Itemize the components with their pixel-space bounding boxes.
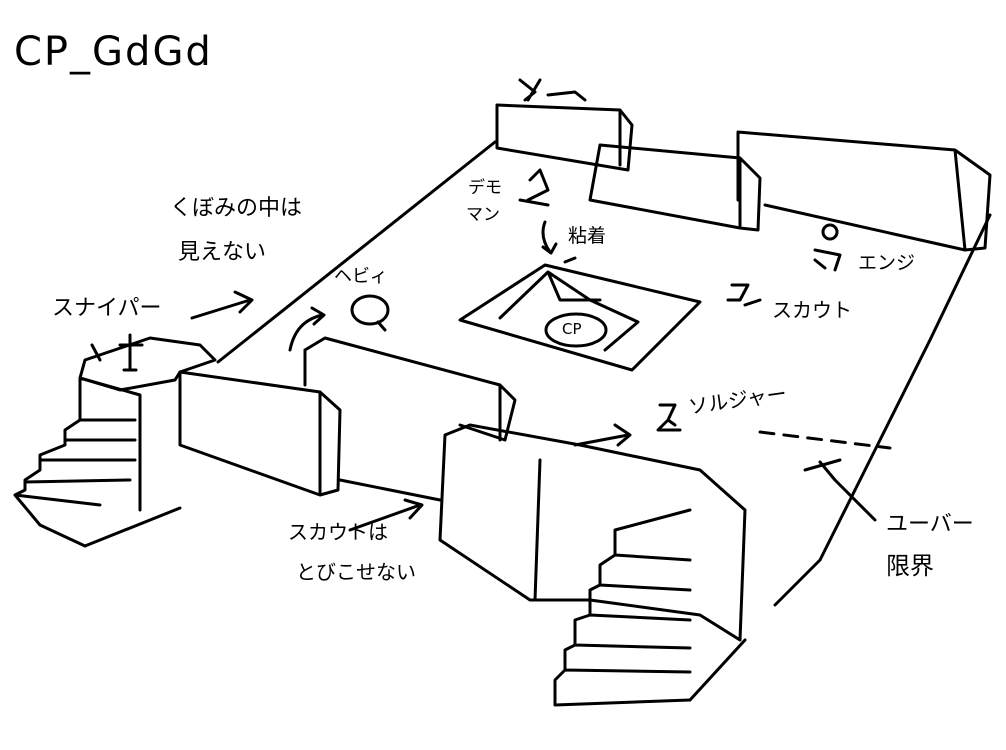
pit-inner [498, 270, 640, 352]
demoman-label-line1: デモ [468, 178, 502, 198]
control-point-circle [544, 312, 608, 348]
sniper-label: スナイパー [52, 296, 162, 321]
scout-note-line1: スカウトは [288, 520, 388, 544]
engineer-label: エンジ [858, 252, 916, 274]
control-point-label: CP [562, 320, 582, 338]
back-wall-long [736, 130, 992, 252]
middle-wall [303, 336, 517, 442]
scout-figure [726, 283, 762, 307]
demoman-figure [518, 168, 550, 207]
sticky-label: 粘着 [568, 225, 607, 247]
pit-note-line1: くぼみの中は [170, 196, 303, 221]
top-figure [518, 78, 587, 102]
back-wall-middle [588, 143, 762, 232]
front-wall [438, 423, 747, 642]
back-wall-small [495, 103, 634, 172]
uber-limit-line1: ユーバー [886, 512, 974, 537]
scout-label: スカウト [772, 298, 852, 322]
demoman-label-line2: マン [466, 205, 500, 225]
sticky-mark [563, 256, 577, 264]
arrow-heavy [288, 306, 326, 352]
soldier-figure [656, 403, 682, 432]
arrow-scout-note [348, 498, 424, 532]
floor-back-left-edge [216, 140, 497, 364]
uber-limit-line2: 限界 [886, 552, 934, 580]
arrow-demo [541, 220, 558, 255]
heavy-figure [350, 294, 390, 332]
arrow-soldier [573, 423, 632, 447]
pit-outer [458, 263, 702, 372]
floor-front-edge [83, 478, 747, 702]
uber-limit-line [758, 430, 892, 450]
engineer-figure [813, 223, 842, 272]
uber-pointer [803, 458, 877, 522]
arrow-sniper [190, 290, 254, 320]
floor-right-edge [773, 213, 992, 607]
left-wall [178, 370, 342, 497]
heavy-label: ヘビィ [334, 266, 388, 287]
pit-note-line2: 見えない [178, 240, 267, 265]
map-title: CP_GdGd [14, 29, 213, 75]
left-stairs [13, 376, 142, 548]
bottom-stairs [553, 508, 692, 707]
sniper-figure [90, 333, 144, 372]
scout-note-line2: とびこせない [296, 560, 416, 584]
